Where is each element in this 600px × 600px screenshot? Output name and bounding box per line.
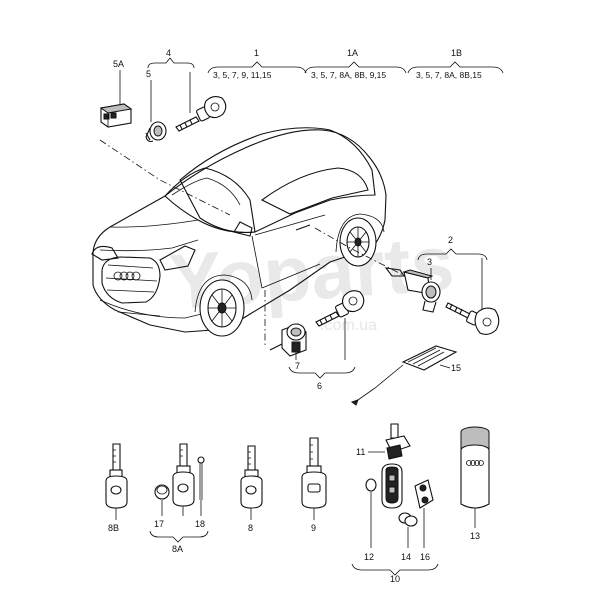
callout-16: 16 [420,552,430,562]
callout-1-list: 3, 5, 7, 9, 11,15 [213,70,272,80]
callout-1a-list: 3, 5, 7, 8A, 8B, 9,15 [311,70,386,80]
car-front-wheel [199,279,245,337]
dash-line-ignition [99,139,231,216]
callout-1b: 1B [451,48,462,58]
callout-5a: 5A [113,59,124,69]
brace-group-8a: 8A [149,530,209,554]
part-15-key-tag: 15 [350,345,461,406]
part-13-spray-can: 13 [460,426,490,541]
brace-group-1: 1 3, 5, 7, 9, 11,15 [207,48,307,80]
part-key-middle [315,290,365,360]
can-audi-logo [466,460,484,466]
callout-7: 7 [295,361,300,371]
brace-group-6: 6 [288,366,356,391]
brace-group-10: 10 [351,563,439,584]
callout-17: 17 [154,519,164,529]
callout-13: 13 [470,531,480,541]
part-5-lock-cylinder [145,80,167,143]
part-7-lock-cylinder: 7 [269,323,307,371]
part-3-door-lock-cylinder [384,267,441,313]
callout-11: 11 [356,447,365,457]
part-key-top [175,72,227,132]
callout-8b: 8B [108,523,119,533]
callout-15: 15 [451,363,461,373]
part-16-button-pad: 16 [414,479,434,562]
part-8a-key [172,443,195,516]
part-17-battery: 17 [154,484,170,529]
car-audi-logo [113,271,141,281]
part-8-key: 8 [240,445,263,533]
callout-4: 4 [166,48,171,58]
callout-3: 3 [427,257,432,267]
part-key-right [445,258,500,336]
part-5a-ignition-switch [99,70,133,128]
callout-8a: 8A [172,544,183,554]
callout-2: 2 [448,235,453,245]
callout-12: 12 [364,552,374,562]
callout-8: 8 [248,523,253,533]
watermark-domain: .com.ua [320,317,377,334]
brace-group-1a: 1A 3, 5, 7, 8A, 8B, 9,15 [304,48,407,80]
brace-group-4: 4 [147,48,195,69]
callout-10: 10 [390,574,400,584]
callout-1a: 1A [347,48,358,58]
dash-line-door [314,227,406,277]
part-14-seal: 14 [398,512,418,562]
part-8b-key: 8B [105,443,128,533]
car-rear-wheel [339,217,377,267]
callout-14: 14 [401,552,411,562]
brace-group-2: 2 3 [417,235,488,267]
callout-5: 5 [146,69,151,79]
callout-9: 9 [311,523,316,533]
part-remote-housing [381,463,403,509]
brace-group-1b: 1B 3, 5, 7, 8A, 8B,15 [407,48,504,80]
callout-1b-list: 3, 5, 7, 8A, 8B,15 [416,70,482,80]
car-body [91,127,387,337]
part-12-battery: 12 [364,478,377,562]
part-18-key-blade: 18 [195,456,205,529]
callout-6: 6 [317,381,322,391]
part-11-key-blade: 11 [356,423,411,460]
callout-18: 18 [195,519,205,529]
callout-1: 1 [254,48,259,58]
part-9-key: 9 [301,437,327,533]
